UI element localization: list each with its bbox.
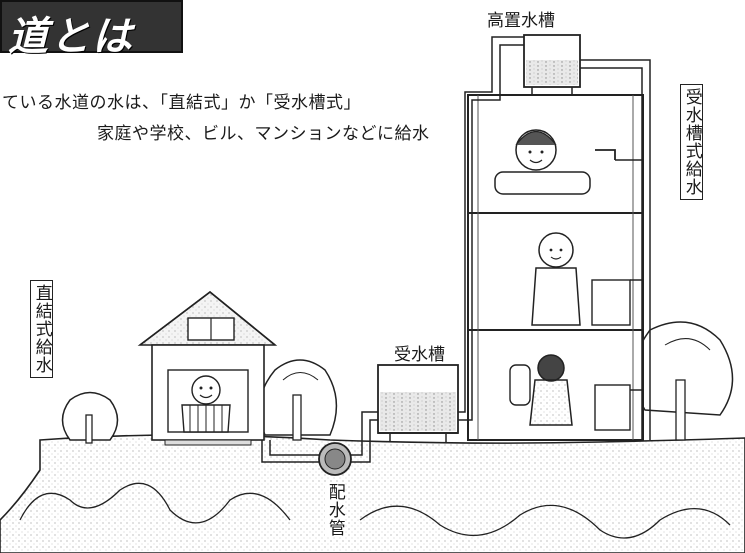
tree-center (258, 359, 338, 441)
label-direct-system: 直結式給水 (30, 280, 53, 378)
intro-line-1: ている水道の水は、「直結式」か「受水槽式」 (2, 93, 361, 113)
page-title: 道とは (8, 14, 134, 60)
person-top-floor (494, 129, 616, 195)
label-elevated-tank: 高置水槽 (487, 11, 555, 31)
ground (0, 434, 745, 553)
intro-line-2: 家庭や学校、ビル、マンションなどに給水 (97, 124, 430, 144)
pipes (261, 36, 651, 463)
receiving-tank (377, 364, 459, 442)
distribution-pipe-cross-section (318, 442, 352, 476)
house (137, 290, 278, 446)
tree-left (61, 391, 119, 444)
label-receiving-tank: 受水槽 (394, 345, 445, 365)
title-banner: 道とは (0, 0, 183, 60)
label-distribution-pipe: 配水管 (324, 483, 345, 537)
person-middle-floor (531, 232, 631, 326)
label-receiving-tank-system: 受水槽式給水 (680, 84, 703, 200)
person-ground-floor (509, 354, 631, 431)
tree-right (633, 321, 734, 441)
